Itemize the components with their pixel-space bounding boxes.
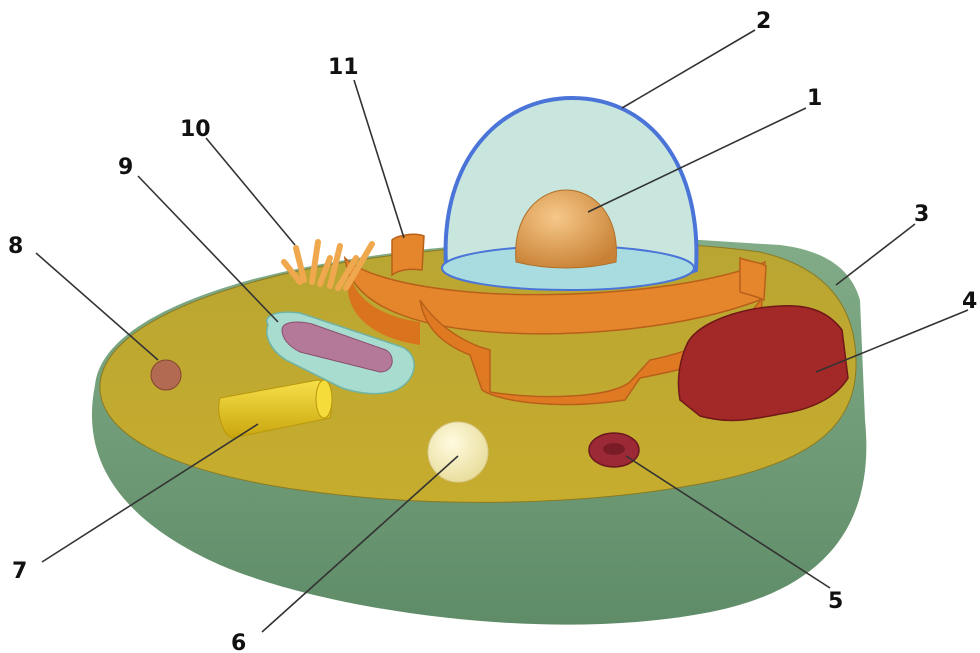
label-7: 7 — [12, 559, 27, 584]
leader-8 — [36, 253, 158, 360]
label-9: 9 — [118, 155, 133, 180]
leader-3 — [836, 224, 915, 285]
label-5: 5 — [828, 589, 843, 614]
label-8: 8 — [8, 234, 23, 259]
label-2: 2 — [756, 9, 771, 34]
leader-11 — [354, 80, 404, 238]
leader-10 — [206, 138, 295, 245]
label-3: 3 — [914, 202, 929, 227]
vacuole — [428, 422, 488, 482]
ribosome — [151, 360, 181, 390]
label-4: 4 — [962, 289, 977, 314]
nucleus — [442, 98, 696, 290]
leader-2 — [622, 30, 755, 108]
label-11: 11 — [328, 55, 359, 80]
label-1: 1 — [807, 86, 822, 111]
label-10: 10 — [180, 117, 211, 142]
label-6: 6 — [231, 631, 246, 653]
lysosome-center — [603, 443, 625, 455]
